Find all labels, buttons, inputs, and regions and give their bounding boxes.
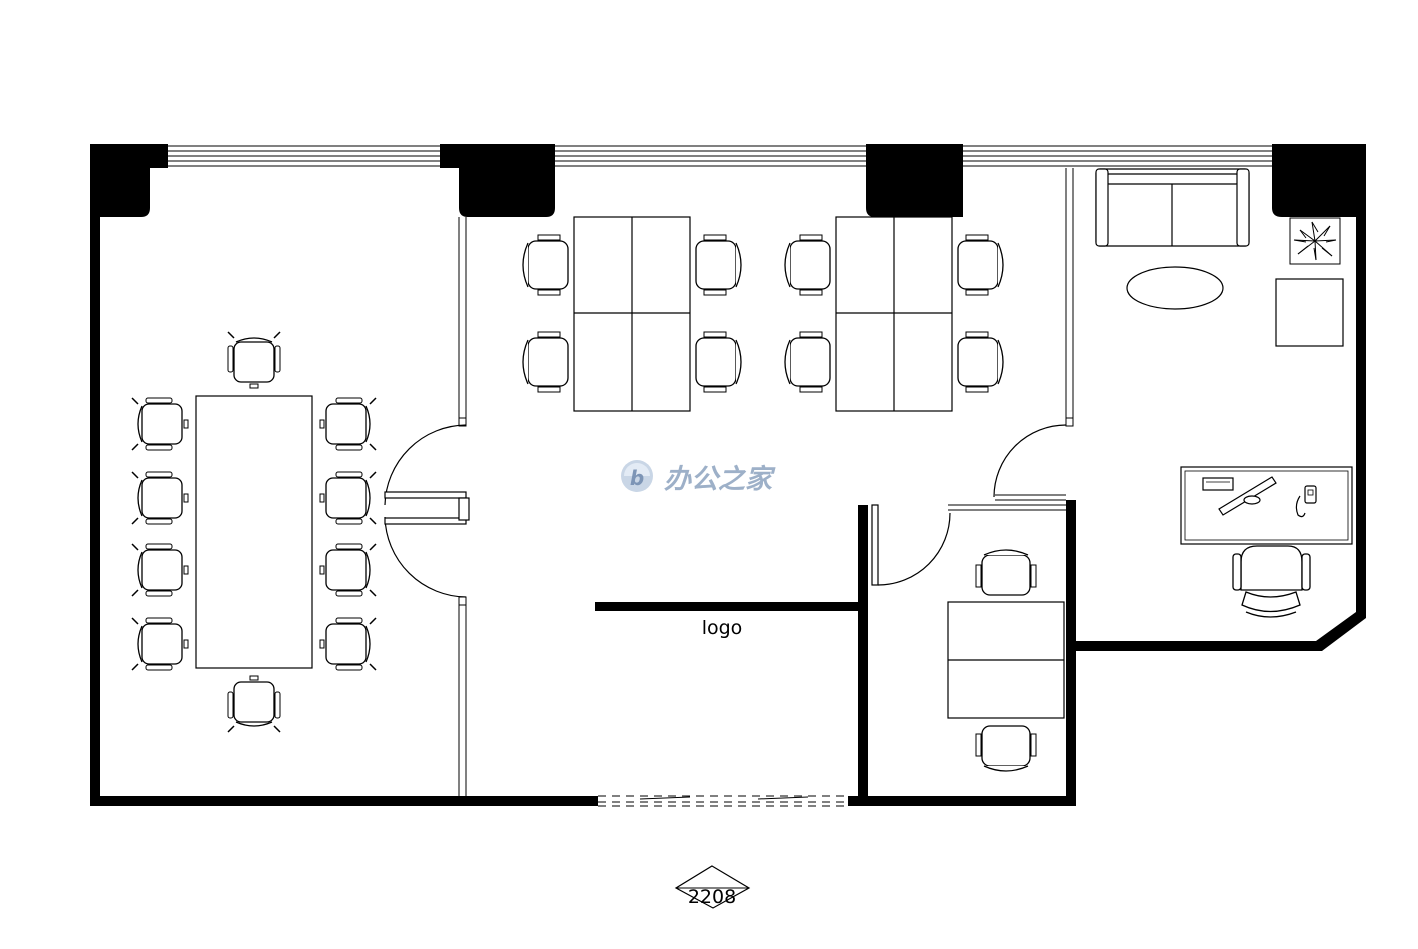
conference-table xyxy=(195,395,313,669)
window-strip xyxy=(168,145,1272,167)
sofa xyxy=(1095,168,1250,247)
manager-office-door xyxy=(993,424,1067,498)
workstation-chair xyxy=(522,331,569,393)
watermark-text: 办公之家 xyxy=(664,464,776,495)
manager-chair xyxy=(1232,545,1311,618)
workstation-chair xyxy=(957,331,1004,393)
workstation-chair xyxy=(784,331,831,393)
small-office-door xyxy=(871,504,951,586)
logo-wall xyxy=(595,602,863,611)
side-cabinet xyxy=(1275,278,1344,347)
workstation-cluster-right xyxy=(835,216,953,412)
room-number: 2208 xyxy=(688,886,736,908)
conference-chair xyxy=(319,471,377,525)
entrance-sliding-door xyxy=(598,795,848,807)
conference-chair xyxy=(227,331,281,389)
room-number-marker xyxy=(674,865,751,909)
logo-wall-label: logo xyxy=(702,617,743,639)
small-office-desk xyxy=(947,601,1065,719)
conference-double-door xyxy=(384,424,470,598)
conference-chair xyxy=(319,397,377,451)
workstation-chair xyxy=(695,331,742,393)
monitor-icon xyxy=(1218,476,1277,516)
workstation-chair xyxy=(695,234,742,296)
conference-chair xyxy=(131,617,189,671)
workstation-chair xyxy=(784,234,831,296)
conference-chair xyxy=(131,397,189,451)
conference-chair xyxy=(319,617,377,671)
plant-icon xyxy=(1289,217,1341,265)
workstation-chair xyxy=(957,234,1004,296)
conference-chair xyxy=(319,543,377,597)
exterior-walls xyxy=(90,217,1366,806)
laptop-icon xyxy=(1202,477,1234,491)
telephone-icon xyxy=(1295,485,1317,518)
watermark-logo-icon: b xyxy=(621,460,653,492)
small-office-chair xyxy=(975,549,1037,596)
conference-chair xyxy=(131,471,189,525)
glass-partitions xyxy=(458,168,1074,796)
structural-columns xyxy=(90,144,1366,806)
workstation-cluster-left xyxy=(573,216,691,412)
small-office-chair xyxy=(975,725,1037,772)
conference-chair xyxy=(131,543,189,597)
coffee-table xyxy=(1126,266,1224,310)
workstation-chair xyxy=(522,234,569,296)
conference-chair xyxy=(227,675,281,733)
svg-text:b: b xyxy=(630,466,644,490)
